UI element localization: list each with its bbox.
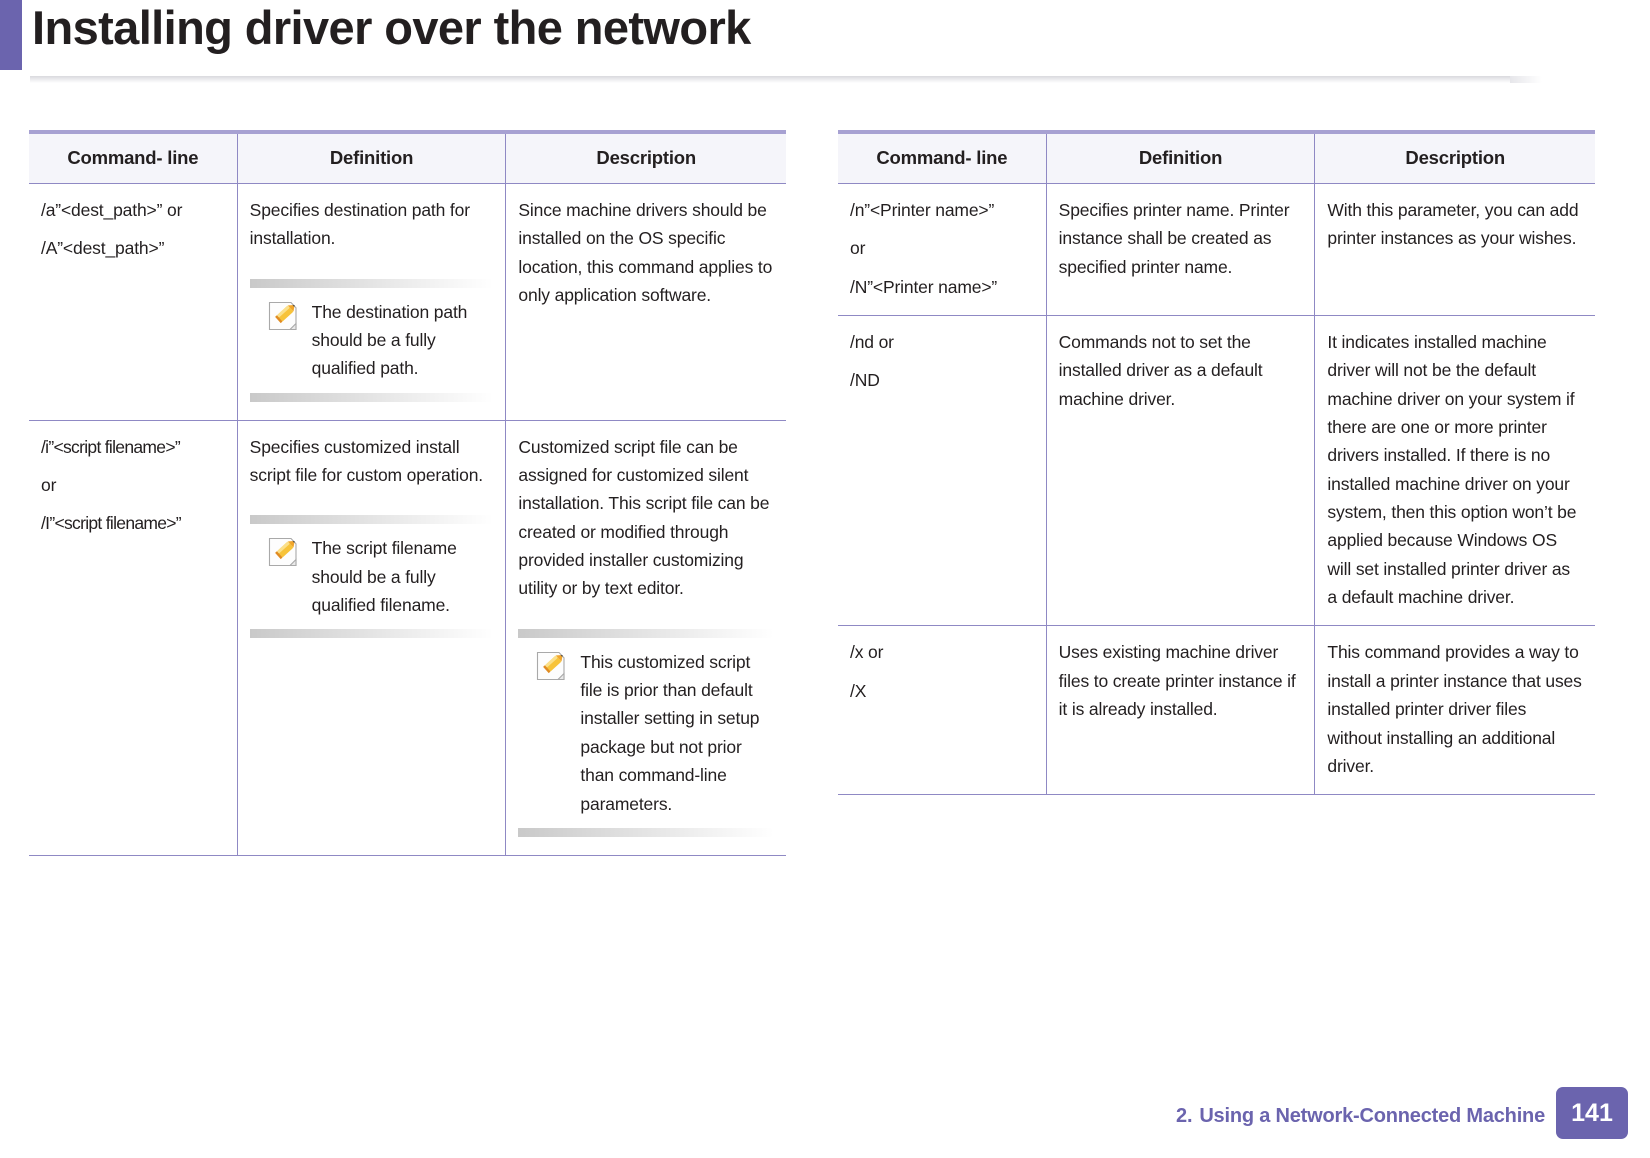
cell-description: With this parameter, you can add printer… [1314,183,1595,317]
command-line-text: or [41,475,57,496]
table-row: /i”<script filename>” or /I”<script file… [29,420,786,856]
definition-text: Specifies customized install script file… [249,436,484,486]
note-pencil-icon [266,535,300,569]
command-line-table-left: Command- line Definition Description /a”… [29,130,786,856]
cell-definition: Specifies customized install script file… [237,420,507,856]
footer-chapter-title: Using a Network-Connected Machine [1199,1105,1545,1127]
cell-command-line: /x or /X [838,625,1047,796]
footer-chapter-label: 2. Using a Network-Connected Machine [1176,1105,1545,1128]
note-pencil-icon [534,649,568,683]
cell-command-line: /n”<Printer name>” or /N”<Printer name>” [838,183,1047,317]
command-line-text: /nd or [850,332,894,353]
note-top-divider [249,515,494,525]
left-column: Command- line Definition Description /a”… [29,130,786,856]
command-line-text: /a”<dest_path>” or [41,200,183,220]
table-row: /a”<dest_path>” or /A”<dest_path>” Speci… [29,183,786,421]
command-line-text: /x or [850,642,884,663]
footer-chapter-number: 2. [1176,1105,1193,1127]
note-bottom-divider [249,392,494,402]
definition-text: Uses existing machine driver files to cr… [1058,642,1296,720]
column-header-command-line: Command- line [29,130,238,184]
description-text: Since machine drivers should be installe… [518,200,773,306]
note-text: The destination path should be a fully q… [311,301,468,379]
note-pencil-icon [266,299,300,333]
description-text: It indicates installed machine driver wi… [1327,332,1577,608]
cell-command-line: /i”<script filename>” or /I”<script file… [29,420,238,856]
command-line-text: /X [850,680,867,701]
note-bottom-divider [518,827,774,837]
note-bottom-divider [249,629,494,639]
content-columns: Command- line Definition Description /a”… [0,130,1650,856]
cell-definition: Specifies printer name. Printer instance… [1046,183,1316,317]
table-row: /n”<Printer name>” or /N”<Printer name>”… [838,183,1595,317]
header-divider [30,76,1542,83]
cell-definition: Uses existing machine driver files to cr… [1046,625,1316,796]
page-number-badge: 141 [1556,1087,1628,1139]
command-line-table-right: Command- line Definition Description /n”… [838,130,1595,796]
page-header: Installing driver over the network [0,0,1650,88]
note-text: The script filename should be a fully qu… [311,538,457,616]
table-header-row: Command- line Definition Description [838,130,1595,184]
description-text: With this parameter, you can add printer… [1327,200,1579,249]
cell-description: This command provides a way to install a… [1314,625,1595,796]
column-header-definition: Definition [237,130,507,184]
table-header-row: Command- line Definition Description [29,130,786,184]
command-line-text: /I”<script filename>” [41,513,182,534]
table-row: /nd or /ND Commands not to set the insta… [838,315,1595,627]
note-top-divider [249,278,494,288]
cell-command-line: /nd or /ND [838,315,1047,627]
command-line-text: /N”<Printer name>” [850,276,998,297]
cell-definition: Commands not to set the installed driver… [1046,315,1316,627]
column-header-definition: Definition [1046,130,1316,184]
page-footer: 2. Using a Network-Connected Machine 141 [0,1087,1650,1139]
definition-text: Commands not to set the installed driver… [1058,332,1263,409]
page-title: Installing driver over the network [32,1,751,54]
table-row: /x or /X Uses existing machine driver fi… [838,625,1595,796]
command-line-text: /A”<dest_path>” [41,238,165,259]
command-line-text: /ND [850,370,880,391]
cell-description: Since machine drivers should be installe… [505,183,786,421]
cell-command-line: /a”<dest_path>” or /A”<dest_path>” [29,183,238,421]
command-line-text: or [850,238,866,259]
column-header-command-line: Command- line [838,130,1047,184]
note-box: This customized script file is prior tha… [518,628,774,837]
column-header-description: Description [505,130,786,184]
description-text: This command provides a way to install a… [1327,642,1582,776]
note-text: This customized script file is prior tha… [580,651,760,814]
description-text: Customized script file can be assigned f… [518,436,770,599]
note-top-divider [518,628,774,638]
definition-text: Specifies printer name. Printer instance… [1058,200,1290,277]
cell-definition: Specifies destination path for installat… [237,183,507,421]
command-line-text: /n”<Printer name>” [850,200,995,220]
definition-text: Specifies destination path for installat… [249,200,470,249]
note-box: The script filename should be a fully qu… [249,515,494,639]
cell-description: Customized script file can be assigned f… [505,420,786,856]
cell-description: It indicates installed machine driver wi… [1314,315,1595,627]
right-column: Command- line Definition Description /n”… [838,130,1595,856]
title-accent-bar [0,0,22,70]
note-box: The destination path should be a fully q… [249,278,494,402]
column-header-description: Description [1314,130,1595,184]
command-line-text: /i”<script filename>” [41,436,181,457]
